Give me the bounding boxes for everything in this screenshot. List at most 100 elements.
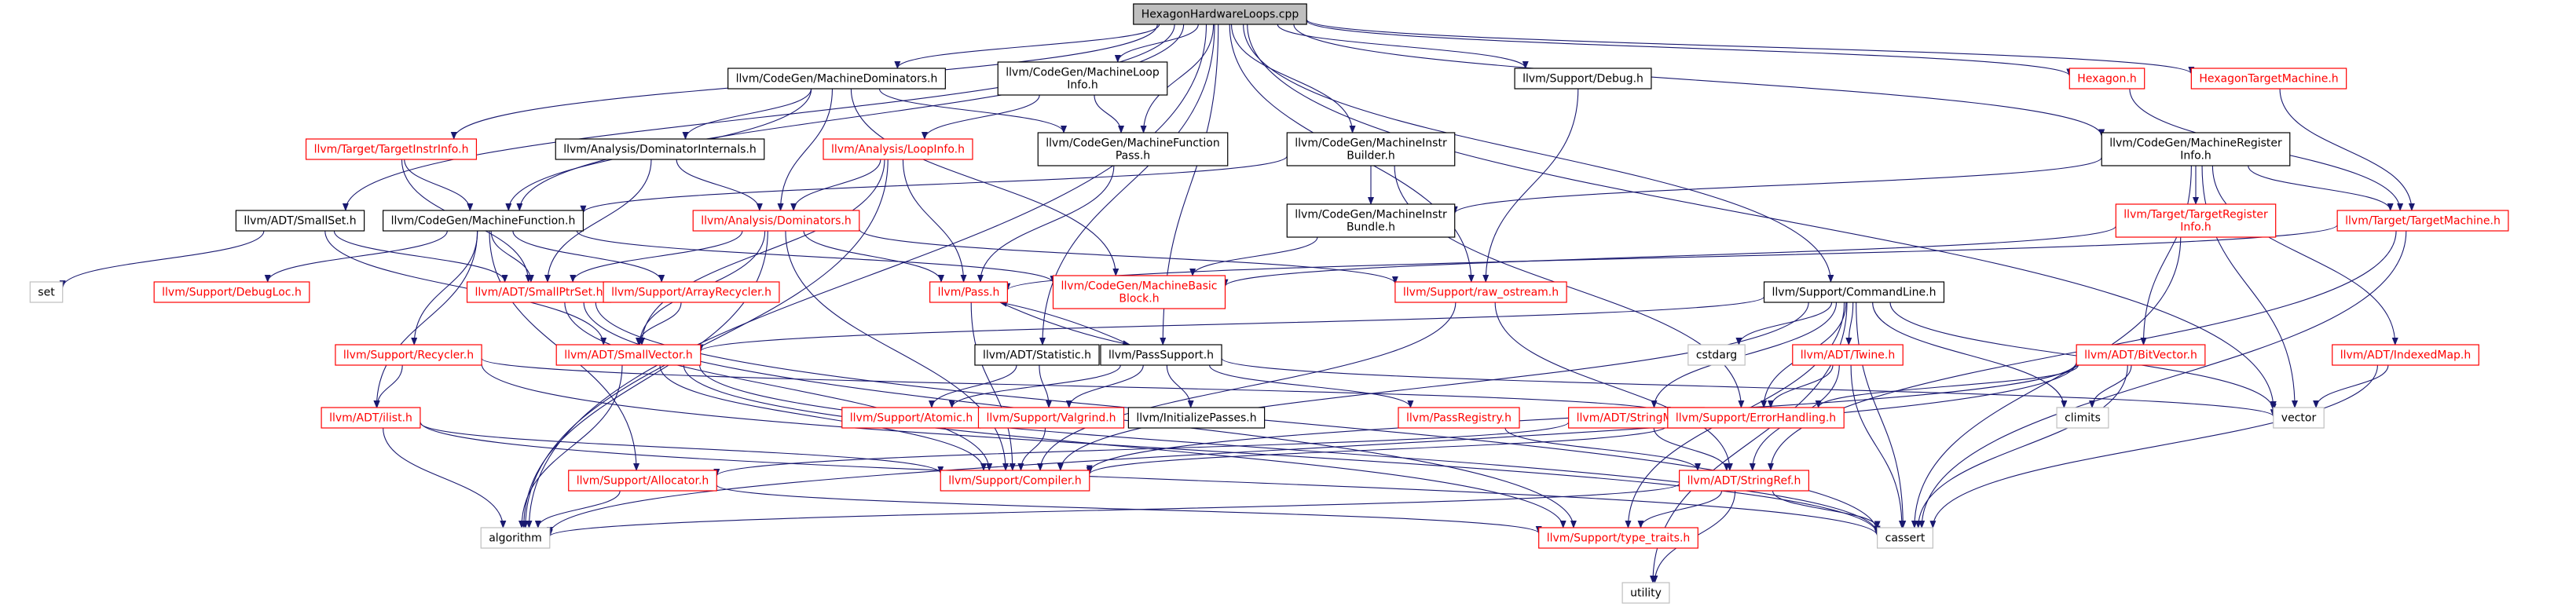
node-typetraits[interactable]: llvm/Support/type_traits.h xyxy=(1538,527,1698,549)
edge-mri-to-indexedmap xyxy=(2211,165,2398,346)
node-tm[interactable]: llvm/Target/TargetMachine.h xyxy=(2336,210,2509,232)
node-label: llvm/Target/TargetInstrInfo.h xyxy=(314,144,469,156)
edge-ilist-to-algorithm xyxy=(383,427,507,528)
node-rawos[interactable]: llvm/Support/raw_ostream.h xyxy=(1394,281,1567,303)
node-label: Info.h xyxy=(2180,221,2211,234)
edge-domint-to-doms xyxy=(676,159,763,211)
node-label: llvm/CodeGen/MachineBasic xyxy=(1061,280,1218,293)
node-box xyxy=(1514,68,1652,90)
node-label: llvm/ADT/SmallPtrSet.h xyxy=(475,287,603,299)
edge-passsupport-to-atomic xyxy=(948,364,1121,408)
node-errhandling[interactable]: llvm/Support/ErrorHandling.h xyxy=(1667,407,1845,429)
node-smallset[interactable]: llvm/ADT/SmallSet.h xyxy=(235,210,365,232)
node-tii[interactable]: llvm/Target/TargetInstrInfo.h xyxy=(305,138,478,160)
node-label: llvm/Support/ErrorHandling.h xyxy=(1676,412,1836,425)
node-box xyxy=(1621,582,1670,604)
edge-doms-to-smallptrset xyxy=(570,230,743,283)
edge-smallptrset-to-compiler xyxy=(564,302,993,471)
edge-statistic-to-atomic xyxy=(929,364,1017,408)
edge-mib-to-mf xyxy=(580,155,1288,214)
edge-mf-to-smallptrset xyxy=(490,230,534,283)
node-box xyxy=(1763,281,1945,303)
node-label: utility xyxy=(1630,587,1662,600)
node-indexedmap[interactable]: llvm/ADT/IndexedMap.h xyxy=(2332,344,2479,366)
node-passsupport[interactable]: llvm/PassSupport.h xyxy=(1100,344,1222,366)
edge-hextm-to-tm xyxy=(2279,88,2415,211)
edge-twine-to-errhandling xyxy=(1768,364,1834,408)
node-label: llvm/ADT/SmallVector.h xyxy=(564,349,693,362)
node-box xyxy=(2115,203,2277,238)
node-box xyxy=(1037,132,1229,166)
edge-mfpass-to-pass xyxy=(977,165,1115,283)
edge-passsupport-to-initpasses xyxy=(1166,364,1194,408)
node-compiler[interactable]: llvm/Support/Compiler.h xyxy=(940,470,1090,492)
node-label: llvm/Analysis/Dominators.h xyxy=(701,215,852,228)
node-label: climits xyxy=(2065,412,2101,425)
node-initpasses[interactable]: llvm/InitializePasses.h xyxy=(1127,407,1266,429)
node-smallptrset[interactable]: llvm/ADT/SmallPtrSet.h xyxy=(466,281,612,303)
edge-mf-to-arrayrecycler xyxy=(512,230,665,283)
edge-root-to-vector xyxy=(1247,24,2277,409)
edge-statistic-to-valgrind xyxy=(1039,364,1053,408)
node-domint[interactable]: llvm/Analysis/DominatorInternals.h xyxy=(555,138,765,160)
node-label: llvm/Analysis/DominatorInternals.h xyxy=(563,144,757,156)
node-twine[interactable]: llvm/ADT/Twine.h xyxy=(1792,344,1904,366)
edge-mri-to-bitvector xyxy=(2140,165,2192,346)
edge-root-to-statistic xyxy=(1039,24,1215,346)
edge-tri-to-cassert xyxy=(1911,236,2182,528)
edge-cmdline-to-smallvector xyxy=(698,296,1765,353)
node-stringref[interactable]: llvm/ADT/StringRef.h xyxy=(1679,470,1809,492)
node-statistic[interactable]: llvm/ADT/Statistic.h xyxy=(974,344,1100,366)
node-ilist[interactable]: llvm/ADT/ilist.h xyxy=(321,407,421,429)
node-label: llvm/ADT/Statistic.h xyxy=(983,349,1091,362)
node-box xyxy=(727,68,946,90)
node-cstdarg: cstdarg xyxy=(1687,344,1746,366)
edge-indexedmap-to-vector xyxy=(2313,364,2389,408)
edge-passreg-to-stringref xyxy=(1504,427,1701,471)
node-climits: climits xyxy=(2056,407,2109,429)
node-smallvector[interactable]: llvm/ADT/SmallVector.h xyxy=(555,344,702,366)
node-label: llvm/ADT/IndexedMap.h xyxy=(2340,349,2472,362)
node-debugloc[interactable]: llvm/Support/DebugLoc.h xyxy=(153,281,310,303)
node-box xyxy=(335,344,482,366)
node-cmdline[interactable]: llvm/Support/CommandLine.h xyxy=(1763,281,1945,303)
edge-loopinfo-to-smallvector xyxy=(639,159,885,346)
node-debug[interactable]: llvm/Support/Debug.h xyxy=(1514,68,1652,90)
node-mf[interactable]: llvm/CodeGen/MachineFunction.h xyxy=(383,210,584,232)
edge-root-to-machloopinfo xyxy=(1114,24,1199,63)
node-loopinfo[interactable]: llvm/Analysis/LoopInfo.h xyxy=(823,138,973,160)
edge-rawos-to-compiler xyxy=(1037,302,1457,471)
node-box xyxy=(1792,344,1904,366)
node-arrayrecycler[interactable]: llvm/Support/ArrayRecycler.h xyxy=(603,281,780,303)
node-label: HexagonHardwareLoops.cpp xyxy=(1141,9,1299,21)
node-recycler[interactable]: llvm/Support/Recycler.h xyxy=(335,344,482,366)
node-box xyxy=(1398,407,1520,429)
edge-root-to-hexagon xyxy=(1306,20,2073,77)
node-label: Block.h xyxy=(1119,293,1159,305)
node-label: llvm/CodeGen/MachineInstr xyxy=(1295,137,1447,150)
node-label: llvm/ADT/StringRef.h xyxy=(1687,475,1801,488)
edge-root-to-debug xyxy=(1277,24,1529,69)
node-label: llvm/ADT/Twine.h xyxy=(1801,349,1895,362)
node-bitvector[interactable]: llvm/ADT/BitVector.h xyxy=(2076,344,2206,366)
edge-root-to-mf xyxy=(516,24,1185,211)
node-allocator[interactable]: llvm/Support/Allocator.h xyxy=(568,470,717,492)
edge-root-to-algorithm xyxy=(526,24,1207,528)
node-pass[interactable]: llvm/Pass.h xyxy=(929,281,1008,303)
node-atomic[interactable]: llvm/Support/Atomic.h xyxy=(841,407,981,429)
node-label: llvm/CodeGen/MachineLoop xyxy=(1006,67,1160,79)
node-passreg[interactable]: llvm/PassRegistry.h xyxy=(1398,407,1520,429)
node-valgrind[interactable]: llvm/Support/Valgrind.h xyxy=(977,407,1125,429)
node-machdom[interactable]: llvm/CodeGen/MachineDominators.h xyxy=(727,68,946,90)
node-hextm[interactable]: HexagonTargetMachine.h xyxy=(2190,68,2347,90)
node-doms[interactable]: llvm/Analysis/Dominators.h xyxy=(692,210,860,232)
node-hexagon[interactable]: Hexagon.h xyxy=(2068,68,2145,90)
edge-bitvector-to-cassert xyxy=(1915,364,2128,528)
